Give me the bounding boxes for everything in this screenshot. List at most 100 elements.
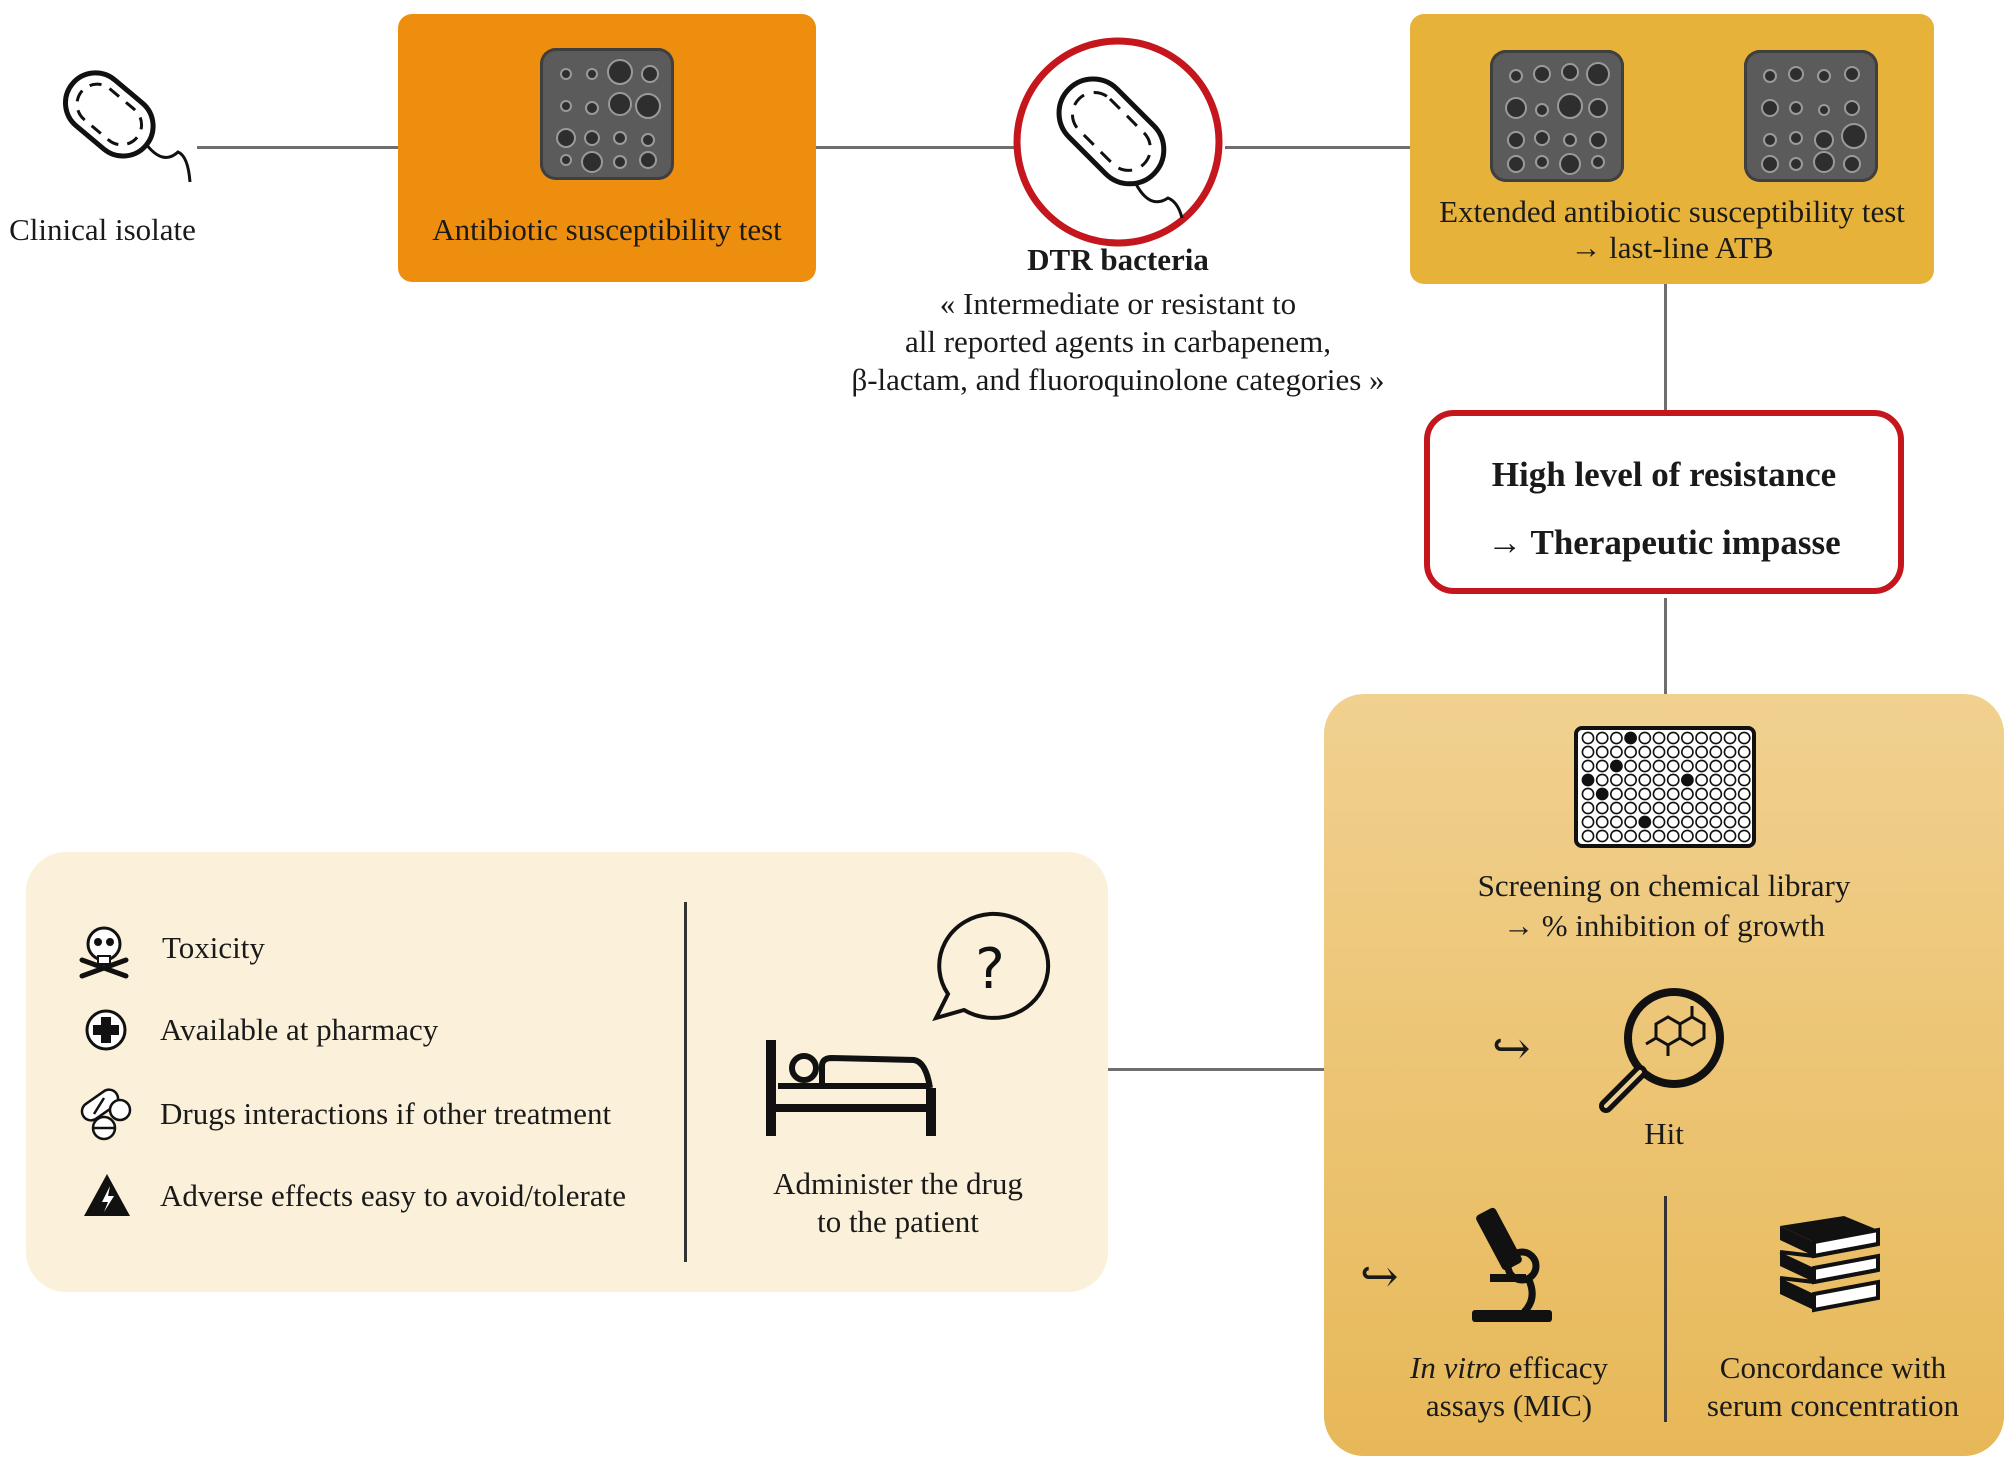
microplate-well — [1709, 787, 1723, 801]
resistance-line1: High level of resistance — [1491, 455, 1837, 494]
concordance-line2: serum concentration — [1706, 1388, 1960, 1423]
microplate-well — [1737, 745, 1751, 759]
extended-ast-line2: → last-line ATB — [1570, 230, 1774, 265]
microplate-well — [1638, 773, 1652, 787]
microplate-well — [1638, 745, 1652, 759]
microplate-well — [1666, 787, 1680, 801]
connector-screening-criteria — [1108, 1068, 1324, 1071]
screening-line2: → % inhibition of growth — [1502, 908, 1826, 943]
microplate-well — [1737, 759, 1751, 773]
microplate-well — [1595, 773, 1609, 787]
microplate-well — [1723, 815, 1737, 829]
microplate-well — [1624, 745, 1637, 759]
skull-crossbones-icon — [79, 926, 129, 979]
microplate-well — [1610, 773, 1623, 787]
criteria-panel: Toxicity Available at pharmacy Drugs int… — [26, 852, 1108, 1292]
microplate-well — [1652, 745, 1666, 759]
microplate-well — [1737, 787, 1751, 801]
microplate-well — [1695, 745, 1708, 759]
microplate-well — [1666, 773, 1680, 787]
dtr-definition-line1: « Intermediate or resistant to — [939, 286, 1297, 321]
microplate-well — [1681, 773, 1694, 787]
microplate-well — [1666, 829, 1680, 843]
connector-resistance-screening — [1664, 598, 1667, 694]
microscope-icon — [1472, 1207, 1552, 1322]
books-icon — [1779, 1216, 1880, 1313]
invitro-rest: efficacy — [1500, 1350, 1608, 1385]
microplate-well — [1709, 759, 1723, 773]
microplate-well — [1652, 759, 1666, 773]
microplate-well — [1709, 801, 1723, 815]
microplate-well — [1681, 787, 1694, 801]
plus-circle-icon — [85, 1009, 127, 1051]
microplate-well — [1666, 801, 1680, 815]
invitro-arrow: ↪ — [1360, 1251, 1399, 1302]
microplate-well — [1610, 731, 1623, 745]
magnifier-molecule-icon — [1599, 988, 1724, 1113]
invitro-line1: In vitro efficacy — [1364, 1348, 1654, 1388]
ast-box: Antibiotic susceptibility test — [398, 14, 816, 282]
microplate-well — [1610, 815, 1623, 829]
microplate-well — [1681, 829, 1694, 843]
microplate-well — [1581, 787, 1595, 801]
microplate-well — [1666, 759, 1680, 773]
microplate-well — [1595, 745, 1609, 759]
bacterium-icon — [62, 70, 192, 183]
microplate-well — [1709, 745, 1723, 759]
criteria-item-pharmacy: Available at pharmacy — [76, 1004, 716, 1060]
microplate-well — [1595, 801, 1609, 815]
microplate-well — [1723, 731, 1737, 745]
microplate-well — [1581, 801, 1595, 815]
clinical-isolate-node: Clinical isolate — [0, 50, 205, 260]
microplate-well — [1737, 731, 1751, 745]
microplate-well — [1695, 815, 1708, 829]
extended-ast-line1: Extended antibiotic susceptibility test — [1439, 194, 1905, 229]
screening-panel: Screening on chemical library → % inhibi… — [1324, 694, 2004, 1456]
microplate-well — [1723, 787, 1737, 801]
microplate-well — [1595, 787, 1609, 801]
microplate-well — [1581, 731, 1595, 745]
microplate-well — [1610, 787, 1623, 801]
criteria-label: Available at pharmacy — [160, 1012, 439, 1047]
microplate-well — [1595, 829, 1609, 843]
warning-bolt-icon — [84, 1174, 130, 1216]
microplate-well — [1695, 801, 1708, 815]
microplate-well — [1695, 731, 1708, 745]
microplate-well — [1652, 815, 1666, 829]
microplate-well — [1652, 731, 1666, 745]
microplate-well — [1709, 773, 1723, 787]
microplate-well — [1695, 787, 1708, 801]
microplate-well — [1624, 773, 1637, 787]
microplate-well — [1737, 829, 1751, 843]
microplate-well — [1638, 815, 1652, 829]
petri-plate-icon — [540, 48, 674, 180]
microplate-well — [1581, 745, 1595, 759]
microplate-well — [1681, 759, 1694, 773]
microplate-well — [1737, 801, 1751, 815]
microplate-well — [1610, 801, 1623, 815]
microplate-well — [1681, 801, 1694, 815]
dtr-bacterium-icon — [1013, 37, 1223, 247]
connector-ast-dtr — [815, 146, 1015, 149]
connector-isolate-ast — [197, 146, 399, 149]
microplate-well — [1681, 815, 1694, 829]
microplate-well — [1624, 787, 1637, 801]
petri-plate-icon — [1744, 50, 1878, 182]
criteria-label: Adverse effects easy to avoid/tolerate — [160, 1178, 626, 1213]
microplate-well — [1709, 815, 1723, 829]
microplate-well — [1581, 773, 1595, 787]
pills-icon — [80, 1088, 132, 1141]
invitro-italic: In vitro — [1410, 1350, 1501, 1385]
microplate-well — [1624, 815, 1637, 829]
microplate-well — [1581, 815, 1595, 829]
hit-label: Hit — [1644, 1116, 1684, 1151]
criteria-list: Toxicity Available at pharmacy Drugs int… — [76, 922, 716, 1252]
resistance-box: High level of resistance → Therapeutic i… — [1424, 410, 1904, 594]
microplate-well — [1624, 801, 1637, 815]
administer-line2: to the patient — [817, 1204, 979, 1239]
microplate-well — [1723, 773, 1737, 787]
microplate-well — [1709, 731, 1723, 745]
microplate-well — [1723, 759, 1737, 773]
microplate-well — [1610, 745, 1623, 759]
resistance-line2: → Therapeutic impasse — [1487, 523, 1841, 562]
